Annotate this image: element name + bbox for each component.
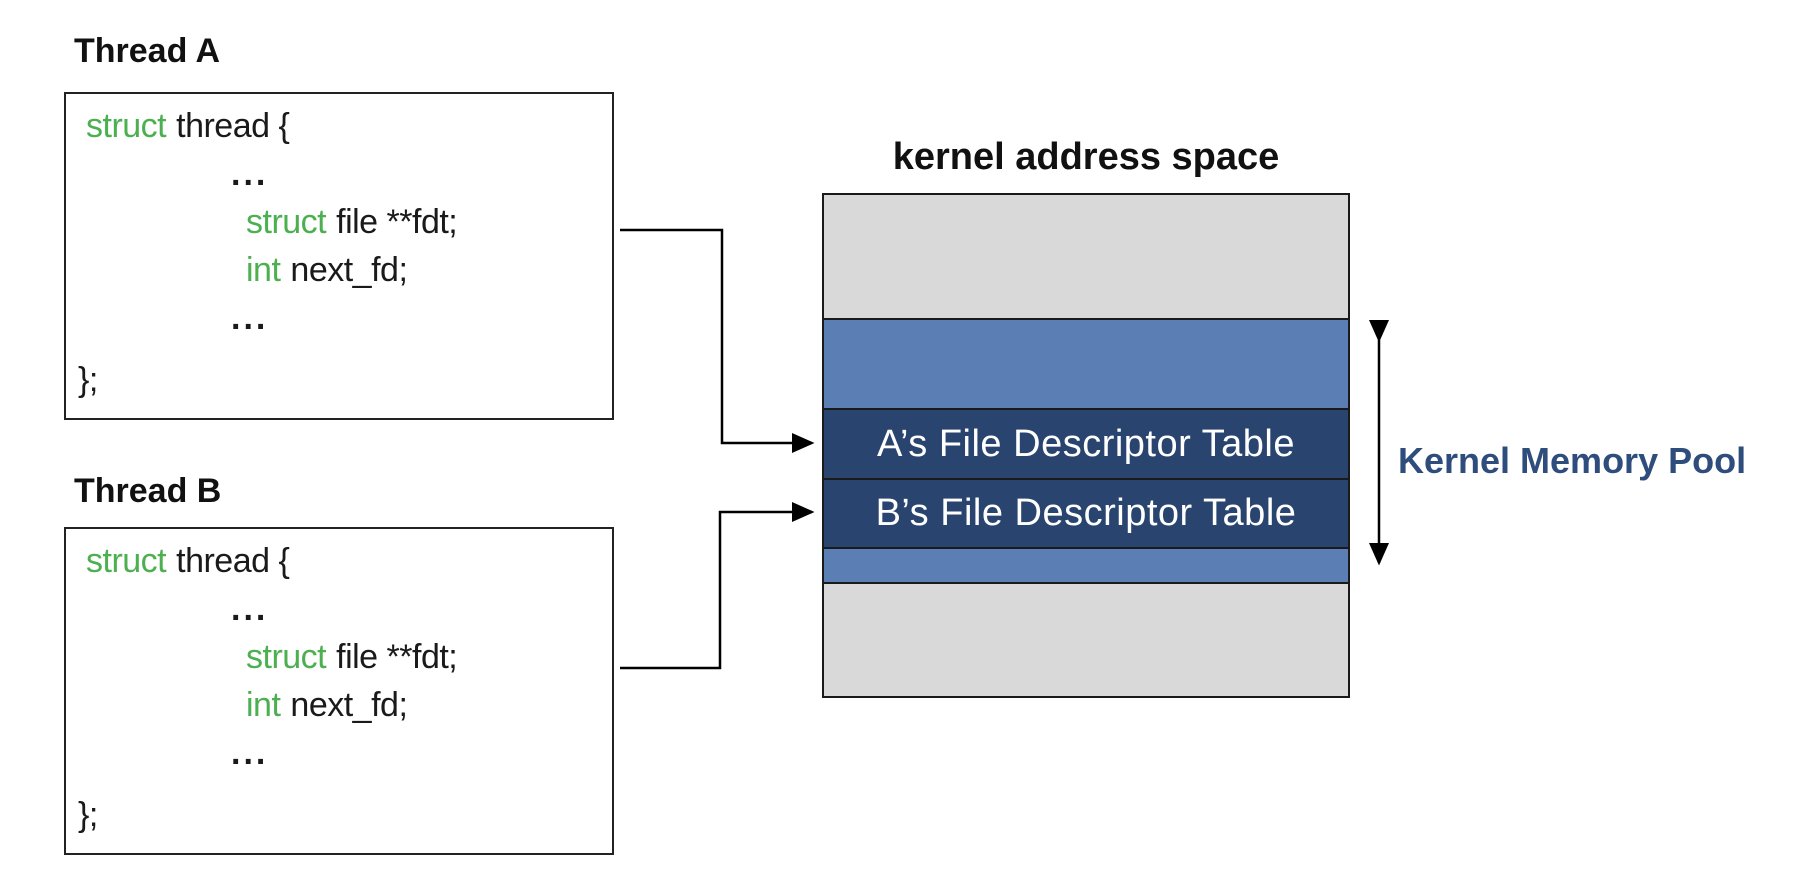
code-line-ellipsis: ... bbox=[231, 299, 269, 337]
keyword-struct: struct bbox=[86, 107, 167, 145]
keyword-int: int bbox=[246, 686, 281, 724]
thread-a-fdt-pointer-arrow bbox=[620, 228, 815, 453]
struct-thread-decl: thread { bbox=[176, 107, 290, 145]
kernel-memory-pool-free-upper bbox=[824, 320, 1348, 410]
keyword-struct: struct bbox=[246, 638, 327, 676]
thread-a-title: Thread A bbox=[74, 32, 221, 70]
code-line-next-fd: int next_fd; bbox=[66, 246, 612, 294]
fdt-b-block: B’s File Descriptor Table bbox=[824, 480, 1348, 549]
keyword-int: int bbox=[246, 251, 281, 289]
keyword-struct: struct bbox=[246, 203, 327, 241]
fdt-a-block: A’s File Descriptor Table bbox=[824, 410, 1348, 480]
fdt-field-decl: file **fdt; bbox=[336, 638, 458, 676]
kernel-free-region-top bbox=[824, 195, 1348, 320]
kernel-address-space-box: A’s File Descriptor Table B’s File Descr… bbox=[822, 193, 1350, 698]
kernel-free-region-bottom bbox=[824, 584, 1348, 696]
code-line-ellipsis: ... bbox=[231, 734, 269, 772]
next-fd-field-decl: next_fd; bbox=[290, 251, 408, 289]
kernel-memory-pool-label: Kernel Memory Pool bbox=[1398, 440, 1747, 481]
fdt-field-decl: file **fdt; bbox=[336, 203, 458, 241]
keyword-struct: struct bbox=[86, 542, 167, 580]
code-line-next-fd: int next_fd; bbox=[66, 681, 612, 729]
thread-b-title: Thread B bbox=[74, 472, 222, 510]
kernel-address-space-title: kernel address space bbox=[892, 136, 1280, 178]
next-fd-field-decl: next_fd; bbox=[290, 686, 408, 724]
code-line-closing-brace: }; bbox=[78, 796, 98, 834]
struct-thread-decl: thread { bbox=[176, 542, 290, 580]
code-line-closing-brace: }; bbox=[78, 361, 98, 399]
kernel-memory-pool-free-lower bbox=[824, 549, 1348, 584]
code-line-ellipsis: ... bbox=[231, 155, 269, 193]
code-line-ellipsis: ... bbox=[231, 590, 269, 628]
thread-b-fdt-pointer-arrow bbox=[620, 502, 815, 670]
